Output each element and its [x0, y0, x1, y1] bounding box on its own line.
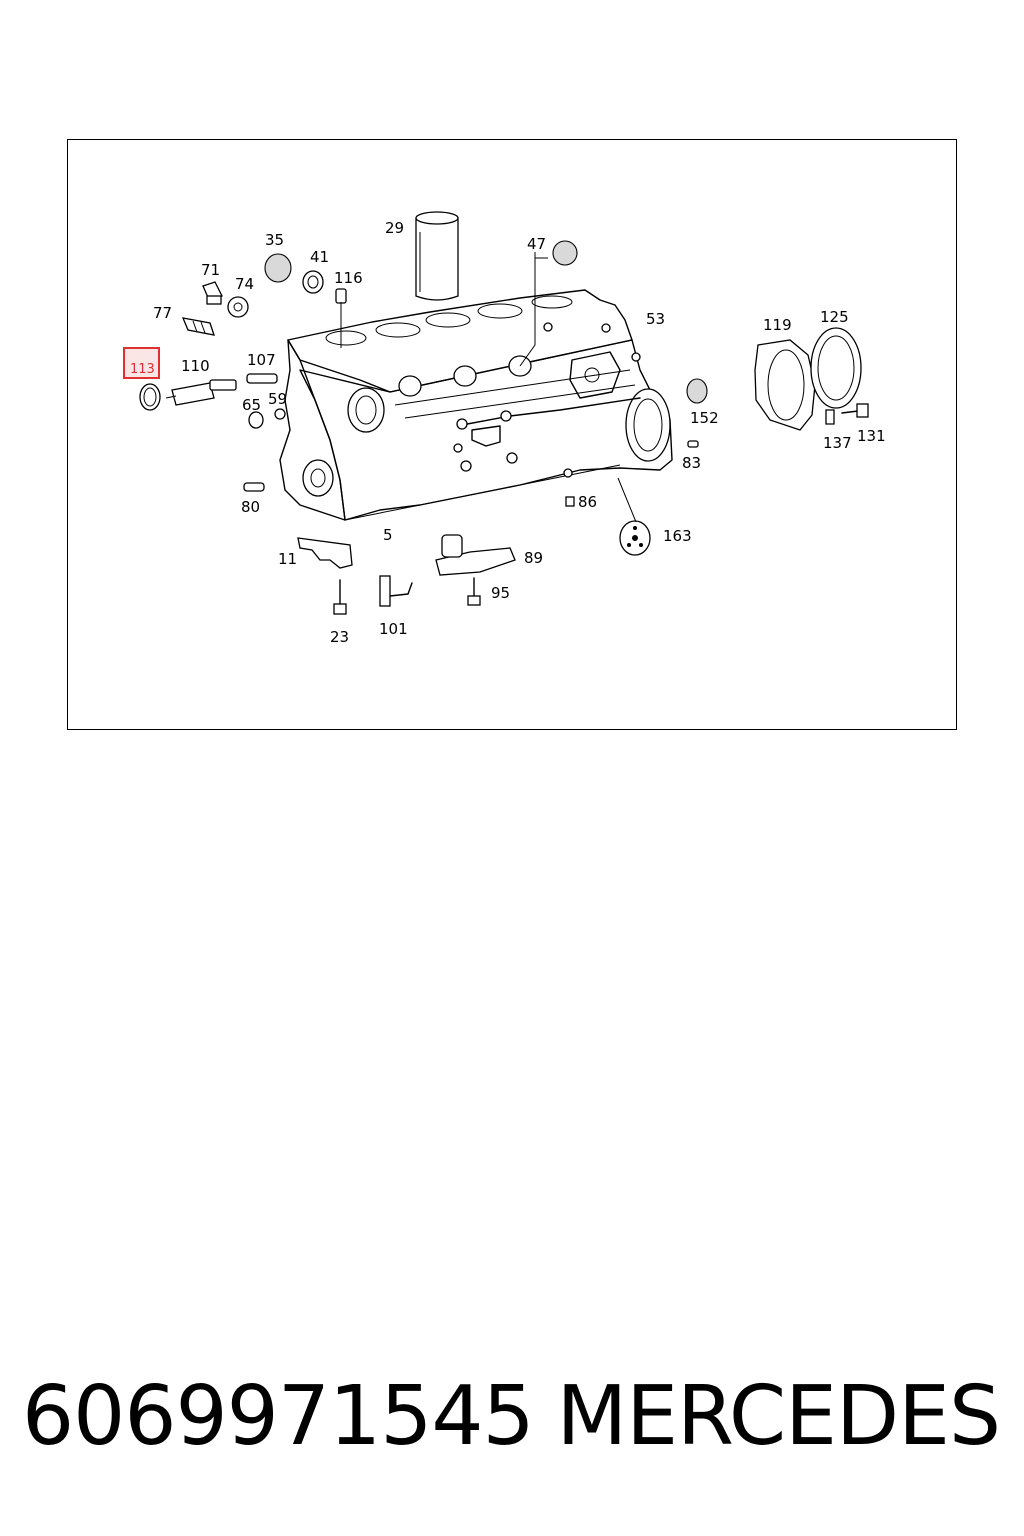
plug-71 — [202, 281, 223, 305]
cylinder-liner — [415, 211, 459, 301]
washer-74 — [227, 296, 249, 318]
plug-47 — [552, 240, 578, 266]
callout-113: 113 — [130, 362, 155, 377]
plug-65 — [248, 411, 264, 429]
rear-cover-119 — [754, 339, 816, 431]
callout-53: 53 — [646, 310, 665, 328]
callout-152: 152 — [690, 409, 719, 427]
callout-110: 110 — [181, 357, 210, 375]
seal-ring-41 — [302, 270, 324, 294]
engine-block — [279, 289, 673, 521]
cap-152 — [686, 378, 708, 404]
bearing-cap-11 — [297, 537, 353, 569]
callout-35: 35 — [265, 231, 284, 249]
diagram-frame — [67, 139, 957, 730]
plug-86 — [565, 496, 575, 507]
injector-shaft-110 — [165, 379, 237, 406]
damper-163 — [619, 520, 651, 556]
callout-163: 163 — [663, 527, 692, 545]
pin-83 — [687, 440, 699, 448]
callout-107: 107 — [247, 351, 276, 369]
callout-131: 131 — [857, 427, 886, 445]
brand-name: MERCEDES — [556, 1369, 1001, 1464]
ring-59 — [274, 408, 286, 420]
dowel-107 — [246, 373, 278, 384]
callout-11: 11 — [278, 550, 297, 568]
callout-89: 89 — [524, 549, 543, 567]
sleeve-116 — [335, 288, 347, 304]
clip-137 — [825, 409, 835, 425]
callout-77: 77 — [153, 304, 172, 322]
callout-41: 41 — [310, 248, 329, 266]
callout-101: 101 — [379, 620, 408, 638]
bolt-131 — [841, 403, 869, 418]
callout-80: 80 — [241, 498, 260, 516]
callout-119: 119 — [763, 316, 792, 334]
dowel-80 — [243, 482, 265, 492]
part-number: 6069971545 — [22, 1369, 535, 1464]
callout-labels: 29 47 35 41 116 71 74 77 53 119 125 113 … — [130, 219, 886, 646]
sealing-ring-113 — [139, 383, 161, 411]
bolt-23 — [333, 579, 347, 615]
leader-lines — [340, 252, 637, 523]
callout-95: 95 — [491, 584, 510, 602]
callout-137: 137 — [823, 434, 852, 452]
callout-125: 125 — [820, 308, 849, 326]
callout-65: 65 — [242, 396, 261, 414]
callout-71: 71 — [201, 261, 220, 279]
sensor-101 — [379, 575, 413, 607]
callout-83: 83 — [682, 454, 701, 472]
callout-116: 116 — [334, 269, 363, 287]
freeze-plug-35 — [264, 253, 292, 283]
bracket-89 — [435, 534, 516, 576]
callout-74: 74 — [235, 275, 254, 293]
callout-59: 59 — [268, 390, 287, 408]
callout-47: 47 — [527, 235, 546, 253]
bolt-95 — [467, 577, 481, 606]
sensor-77 — [181, 317, 215, 336]
oil-seal-125 — [810, 327, 862, 409]
callout-86: 86 — [578, 493, 597, 511]
callout-23: 23 — [330, 628, 349, 646]
callout-29: 29 — [385, 219, 404, 237]
highlight-box-113 — [123, 347, 160, 379]
callout-5: 5 — [383, 526, 393, 544]
